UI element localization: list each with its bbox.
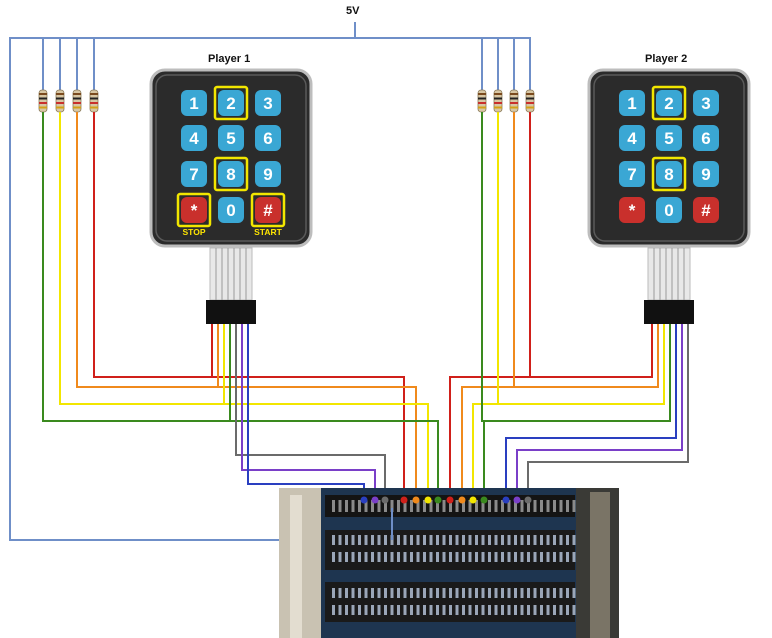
key-label: 2 [664,94,673,113]
key-label: 5 [226,129,235,148]
key-4[interactable]: 4 [181,125,207,151]
resistor [89,89,99,113]
key-0[interactable]: 0 [218,197,244,223]
wire-red-right [449,112,531,500]
key-star[interactable]: * STOP [176,192,212,237]
supply-label: 5V [346,5,360,17]
wire-p1-gray [235,324,386,500]
keypad1-ribbon [206,247,256,324]
keypad-player2: 1 2 3 4 5 6 7 8 9 * 0 # [587,68,751,248]
key-label: 8 [664,165,673,184]
wire-p2-gray [527,324,689,500]
resistor [38,89,48,113]
wire-p2-green [482,324,671,422]
key-0[interactable]: 0 [656,197,682,223]
key-1[interactable]: 1 [181,90,207,116]
wire-orange-right [461,112,515,500]
player2-title: Player 2 [645,53,687,65]
header-pins [332,500,576,615]
resistors-left [38,89,99,113]
key-label: * [629,201,636,220]
player1-title: Player 1 [208,53,250,65]
wire-p2-purple [516,324,683,500]
key-label: 9 [263,165,272,184]
key-hash[interactable]: # [693,197,719,223]
key-label: 9 [701,165,710,184]
key-1[interactable]: 1 [619,90,645,116]
key-label: 8 [226,165,235,184]
wire-p1-purple [241,324,376,500]
key-8[interactable]: 8 [651,156,687,192]
wire-p2-yellow [498,324,665,405]
wires-right [449,112,689,500]
key-label: 0 [226,201,235,220]
wire-orange-left [76,112,417,500]
key-3[interactable]: 3 [693,90,719,116]
key-label: * [191,201,198,220]
resistor [477,89,487,113]
key-5[interactable]: 5 [656,125,682,151]
key-label: 0 [664,201,673,220]
key-label: # [263,201,273,220]
wire-p2-blue [505,324,677,500]
wire-green-left [42,112,439,500]
resistor [72,89,82,113]
key-2[interactable]: 2 [651,85,687,121]
wire-p2-orange [514,324,659,388]
key-5[interactable]: 5 [218,125,244,151]
key-label: 6 [701,129,710,148]
key-sublabel: STOP [183,227,206,237]
key-9[interactable]: 9 [255,161,281,187]
key-6[interactable]: 6 [255,125,281,151]
key-star[interactable]: * [619,197,645,223]
key-label: # [701,201,711,220]
key-2[interactable]: 2 [213,85,249,121]
resistor [493,89,503,113]
key-label: 6 [263,129,272,148]
key-label: 2 [226,94,235,113]
wire-yellow-right [472,112,499,500]
key-label: 4 [627,129,637,148]
wire-yellow-left [59,112,429,500]
pin-connections [360,496,532,504]
resistor [525,89,535,113]
key-label: 5 [664,129,673,148]
resistors-right [477,89,535,113]
key-label: 3 [263,94,272,113]
key-7[interactable]: 7 [181,161,207,187]
keypad-player1: 1 2 3 4 5 6 7 8 9 * STOP 0 # START [149,68,313,248]
key-sublabel: START [254,227,283,237]
key-4[interactable]: 4 [619,125,645,151]
resistor [509,89,519,113]
key-7[interactable]: 7 [619,161,645,187]
wire-green-right [481,112,485,500]
key-label: 7 [189,165,198,184]
key-hash[interactable]: # START [250,192,286,237]
keypad2-ribbon [644,247,694,324]
key-label: 1 [627,94,636,113]
key-label: 4 [189,129,199,148]
key-label: 3 [701,94,710,113]
key-label: 1 [189,94,198,113]
key-label: 7 [627,165,636,184]
dev-board [279,488,619,638]
resistor [55,89,65,113]
wire-p2-red [530,324,653,378]
key-9[interactable]: 9 [693,161,719,187]
wire-p1-blue [247,324,365,500]
key-8[interactable]: 8 [213,156,249,192]
key-3[interactable]: 3 [255,90,281,116]
key-6[interactable]: 6 [693,125,719,151]
